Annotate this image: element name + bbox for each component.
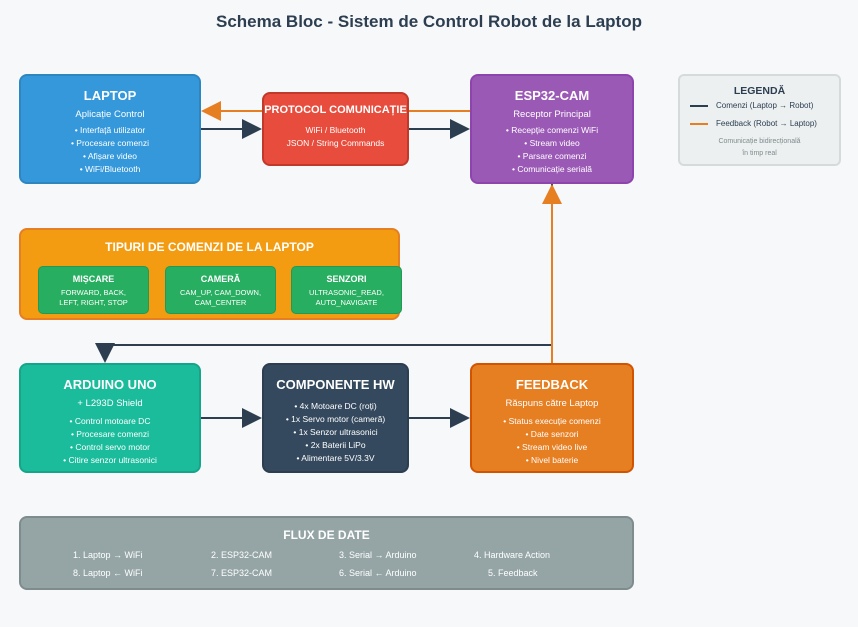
- esp32-title: ESP32-CAM: [514, 88, 590, 103]
- legend-feedback-label: Feedback (Robot → Laptop): [716, 119, 817, 128]
- command-group-movement: MIȘCARE FORWARD, BACK,LEFT, RIGHT, STOP: [38, 266, 149, 314]
- command-group-title: CAMERĂ: [200, 274, 241, 284]
- arduino-subtitle: + L293D Shield: [77, 398, 143, 409]
- feedback-item: • Status execuție comenzi: [503, 416, 601, 426]
- command-group-line: CAM_UP, CAM_DOWN,: [179, 288, 262, 297]
- legend-commands-line: [690, 104, 708, 107]
- data-flow-block: FLUX DE DATE 1. Laptop → WiFi 2. ESP32-C…: [19, 516, 634, 590]
- legend-note: în timp real: [742, 150, 777, 157]
- command-group-line: ULTRASONIC_READ,: [309, 288, 384, 297]
- feedback-item: • Date senzori: [525, 429, 579, 439]
- esp32-block: ESP32-CAM Receptor Principal • Recepție …: [470, 74, 634, 184]
- diagram-title: Schema Bloc - Sistem de Control Robot de…: [216, 12, 642, 31]
- feedback-block: FEEDBACK Răspuns către Laptop • Status e…: [470, 363, 634, 473]
- command-group-camera: CAMERĂ CAM_UP, CAM_DOWN,CAM_CENTER: [165, 266, 276, 314]
- hardware-item: • 4x Motoare DC (roți): [294, 401, 377, 411]
- data-flow-step: 7. ESP32-CAM: [211, 568, 273, 578]
- esp32-item: • Recepție comenzi WiFi: [505, 125, 599, 135]
- command-group-line: CAM_CENTER: [194, 298, 247, 307]
- esp32-item: • Comunicație serială: [512, 164, 592, 174]
- command-group-line: LEFT, RIGHT, STOP: [59, 298, 128, 307]
- laptop-block: LAPTOP Aplicație Control • Interfață uti…: [19, 74, 201, 184]
- protocol-title: PROTOCOL COMUNICAȚIE: [264, 104, 407, 116]
- feedback-item: • Nivel baterie: [525, 455, 579, 465]
- hardware-title: COMPONENTE HW: [276, 377, 395, 392]
- command-group-sensors: SENZORI ULTRASONIC_READ,AUTO_NAVIGATE: [291, 266, 402, 314]
- feedback-title: FEEDBACK: [515, 377, 589, 392]
- laptop-item: • Procesare comenzi: [70, 138, 150, 148]
- arduino-block: ARDUINO UNO + L293D Shield • Control mot…: [19, 363, 201, 473]
- feedback-item: • Stream video live: [516, 442, 588, 452]
- protocol-item: WiFi / Bluetooth: [305, 125, 366, 135]
- data-flow-step: 5. Feedback: [488, 568, 538, 578]
- hardware-item: • 2x Baterii LiPo: [305, 440, 366, 450]
- arduino-item: • Citire senzor ultrasonici: [63, 455, 157, 465]
- data-flow-step: 1. Laptop → WiFi: [73, 550, 143, 560]
- legend-commands-label: Comenzi (Laptop → Robot): [716, 101, 814, 110]
- arduino-item: • Control motoare DC: [69, 416, 151, 426]
- legend-commands: Comenzi (Laptop → Robot): [690, 101, 813, 110]
- protocol-item: JSON / String Commands: [286, 138, 385, 148]
- laptop-item: • Interfață utilizator: [74, 125, 146, 135]
- hardware-item: • Alimentare 5V/3.3V: [296, 453, 375, 463]
- command-types-title: TIPURI DE COMENZI DE LA LAPTOP: [105, 240, 314, 254]
- data-flow-step: 2. ESP32-CAM: [211, 550, 273, 560]
- data-flow-step: 3. Serial → Arduino: [339, 550, 417, 560]
- protocol-block: PROTOCOL COMUNICAȚIE WiFi / Bluetooth JS…: [262, 92, 409, 166]
- esp32-item: • Parsare comenzi: [517, 151, 587, 161]
- data-flow-title: FLUX DE DATE: [283, 528, 370, 542]
- arduino-item: • Control servo motor: [70, 442, 150, 452]
- command-group-title: SENZORI: [326, 274, 367, 284]
- command-group-line: FORWARD, BACK,: [60, 288, 126, 297]
- hardware-item: • 1x Servo motor (cameră): [285, 414, 386, 424]
- legend-feedback-line: [690, 122, 708, 125]
- hardware-item: • 1x Senzor ultrasonici: [293, 427, 378, 437]
- esp32-item: • Stream video: [524, 138, 580, 148]
- legend-title: LEGENDĂ: [733, 85, 786, 97]
- laptop-item: • Afișare video: [82, 151, 137, 161]
- command-group-line: AUTO_NAVIGATE: [315, 298, 378, 307]
- command-group-title: MIȘCARE: [72, 274, 115, 284]
- arduino-title: ARDUINO UNO: [63, 377, 157, 392]
- feedback-subtitle: Răspuns către Laptop: [505, 398, 599, 409]
- legend: LEGENDĂ Comenzi (Laptop → Robot) Feedbac…: [678, 74, 841, 166]
- laptop-title: LAPTOP: [83, 88, 137, 103]
- hardware-block: COMPONENTE HW • 4x Motoare DC (roți) • 1…: [262, 363, 409, 473]
- esp32-subtitle: Receptor Principal: [513, 109, 591, 120]
- legend-note: Comunicație bidirecțională: [718, 138, 801, 145]
- laptop-item: • WiFi/Bluetooth: [79, 164, 141, 174]
- legend-feedback: Feedback (Robot → Laptop): [690, 119, 817, 128]
- data-flow-step: 8. Laptop ← WiFi: [73, 568, 143, 578]
- data-flow-step: 6. Serial ← Arduino: [339, 568, 417, 578]
- laptop-subtitle: Aplicație Control: [75, 109, 145, 120]
- command-types-block: TIPURI DE COMENZI DE LA LAPTOP MIȘCARE F…: [19, 228, 402, 320]
- arduino-item: • Procesare comenzi: [70, 429, 150, 439]
- data-flow-step: 4. Hardware Action: [474, 550, 551, 560]
